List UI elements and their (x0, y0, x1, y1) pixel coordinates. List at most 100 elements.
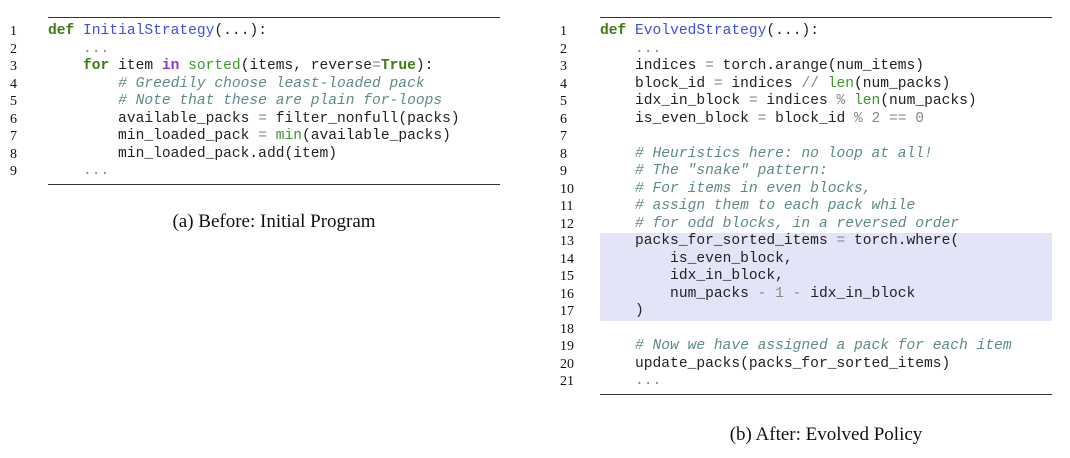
code-token: ): (415, 58, 434, 74)
code-token (48, 163, 83, 179)
code-token: block_id (766, 110, 854, 127)
code-token: filter_nonfull(packs) (266, 110, 460, 127)
line-number: 6 (560, 111, 567, 127)
code-token: len (827, 75, 855, 92)
line-number: 3 (10, 59, 17, 74)
line-number: 1 (10, 24, 17, 39)
code-line: 3 indices = torch.arange(num_items) (560, 58, 1052, 76)
code-line: 6 available_packs = filter_nonfull(packs… (10, 110, 500, 129)
code-line: 20 update_packs(packs_for_sorted_items) (560, 355, 1052, 374)
code-token (48, 58, 83, 74)
code-token: % (836, 93, 846, 109)
code-token: = (757, 110, 767, 127)
caption-after: (b) After: Evolved Policy (729, 424, 923, 445)
code-line: 4 block_id = indices // len(num_packs) (560, 75, 1052, 94)
code-token: True (380, 58, 416, 74)
code-token: % 2 == 0 (853, 110, 925, 127)
line-number: 13 (560, 234, 574, 249)
code-line: 17 ) (560, 303, 1052, 321)
code-token: ... (83, 40, 110, 57)
code-token (74, 23, 83, 39)
code-line: 11 # assign them to each pack while (560, 198, 1052, 216)
code-token: def (600, 23, 627, 39)
code-token (179, 58, 188, 74)
line-number: 6 (10, 111, 17, 127)
code-line: 2 ... (560, 40, 1052, 59)
code-token: (...): (214, 23, 267, 39)
code-line: 8 min_loaded_pack.add(item) (10, 146, 500, 164)
code-token: indices (757, 93, 837, 109)
code-line: 18 (560, 321, 1052, 339)
code-token: item (109, 58, 162, 74)
code-token: = (836, 233, 846, 249)
code-token: = (372, 58, 381, 74)
code-line: 9 ... (10, 163, 500, 181)
code-token: idx_in_block (801, 285, 916, 302)
code-line: 16 num_packs - 1 - idx_in_block (560, 285, 1052, 303)
code-line: 1 def InitialStrategy(...): (10, 23, 500, 41)
code-token (267, 128, 276, 144)
code-line: 12 # for odd blocks, in a reversed order (560, 215, 1052, 234)
code-token: (num_packs) (854, 75, 951, 92)
caption-before: (a) Before: Initial Program (172, 211, 376, 232)
code-token (600, 41, 635, 57)
code-token: def (48, 23, 75, 39)
code-token (626, 23, 635, 39)
line-number: 5 (560, 94, 567, 109)
code-token: = (748, 93, 758, 109)
code-token (600, 338, 635, 354)
code-token: InitialStrategy (83, 23, 215, 39)
code-token: (items, reverse (240, 58, 373, 74)
code-token (819, 76, 828, 92)
line-number: 8 (10, 146, 17, 162)
code-token (600, 146, 635, 162)
code-token: is_even_block (600, 110, 758, 127)
code-token: # Greedily choose least-loaded pack (118, 75, 425, 92)
code-token: available_packs (48, 110, 259, 127)
code-token (845, 93, 854, 109)
code-token: is_even_block, (600, 250, 793, 267)
code-token: num_packs (600, 285, 758, 302)
line-number: 2 (560, 41, 567, 57)
line-number: 12 (560, 216, 574, 232)
code-token: ... (635, 40, 662, 57)
line-number: 5 (10, 94, 17, 109)
code-line: 19 # Now we have assigned a pack for eac… (560, 338, 1052, 356)
code-token: ... (83, 163, 110, 179)
code-token: # Note that these are plain for-loops (118, 93, 443, 109)
code-token: update_packs(packs_for_sorted_items) (600, 355, 951, 372)
code-token: torch.where( (845, 233, 960, 249)
code-token: = (258, 110, 267, 127)
code-token (600, 181, 635, 197)
code-token: (num_packs) (880, 93, 977, 109)
code-token: = (713, 75, 723, 92)
code-token: // (801, 75, 819, 92)
code-line: 3 for item in sorted(items, reverse=True… (10, 58, 500, 76)
code-token: min_loaded_pack (48, 128, 259, 144)
code-token: # for odd blocks, in a reversed order (635, 215, 960, 232)
line-number: 20 (560, 356, 574, 372)
line-number: 19 (560, 339, 574, 354)
code-line: 9 # The "snake" pattern: (560, 163, 1052, 181)
code-line: 13 packs_for_sorted_items = torch.where( (560, 233, 1052, 251)
code-token: # Now we have assigned a pack for each i… (635, 338, 1012, 354)
line-number: 4 (560, 76, 567, 92)
code-token: sorted (188, 58, 241, 74)
line-number: 15 (560, 269, 574, 284)
code-token (48, 76, 118, 92)
code-token (48, 41, 83, 57)
line-number: 7 (10, 129, 17, 144)
line-number: 3 (560, 59, 567, 74)
code-token: # The "snake" pattern: (635, 163, 828, 179)
code-token: = (705, 58, 714, 74)
code-token: # Heuristics here: no loop at all! (635, 145, 933, 162)
code-token: (...): (766, 23, 819, 39)
line-number: 16 (560, 286, 574, 302)
code-token: (available_packs) (302, 128, 451, 144)
code-line: 6 is_even_block = block_id % 2 == 0 (560, 110, 1052, 129)
code-token: in (161, 58, 180, 74)
